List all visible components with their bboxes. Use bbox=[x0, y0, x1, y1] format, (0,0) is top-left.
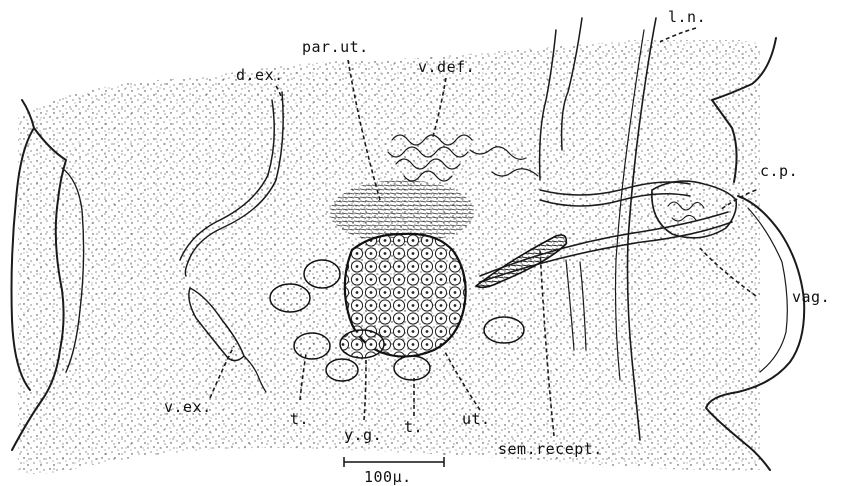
scale-bar-label: 100µ. bbox=[364, 468, 412, 486]
scale-bar: 100µ. bbox=[344, 457, 444, 486]
label-c-p: c.p. bbox=[760, 162, 798, 180]
label-par-ut: par.ut. bbox=[302, 38, 369, 56]
label-l-n: l.n. bbox=[668, 8, 706, 26]
label-ut: ut. bbox=[462, 410, 491, 428]
yolk-gland bbox=[340, 330, 384, 358]
label-v-ex: v.ex. bbox=[164, 398, 212, 416]
label-t-left: t. bbox=[290, 410, 309, 428]
label-v-def: v.def. bbox=[418, 58, 475, 76]
label-t-right: t. bbox=[404, 418, 423, 436]
label-d-ex: d.ex. bbox=[236, 66, 284, 84]
label-vag: vag. bbox=[792, 288, 830, 306]
label-sem-recept: sem.recept. bbox=[498, 440, 603, 458]
label-y-g: y.g. bbox=[344, 426, 382, 444]
